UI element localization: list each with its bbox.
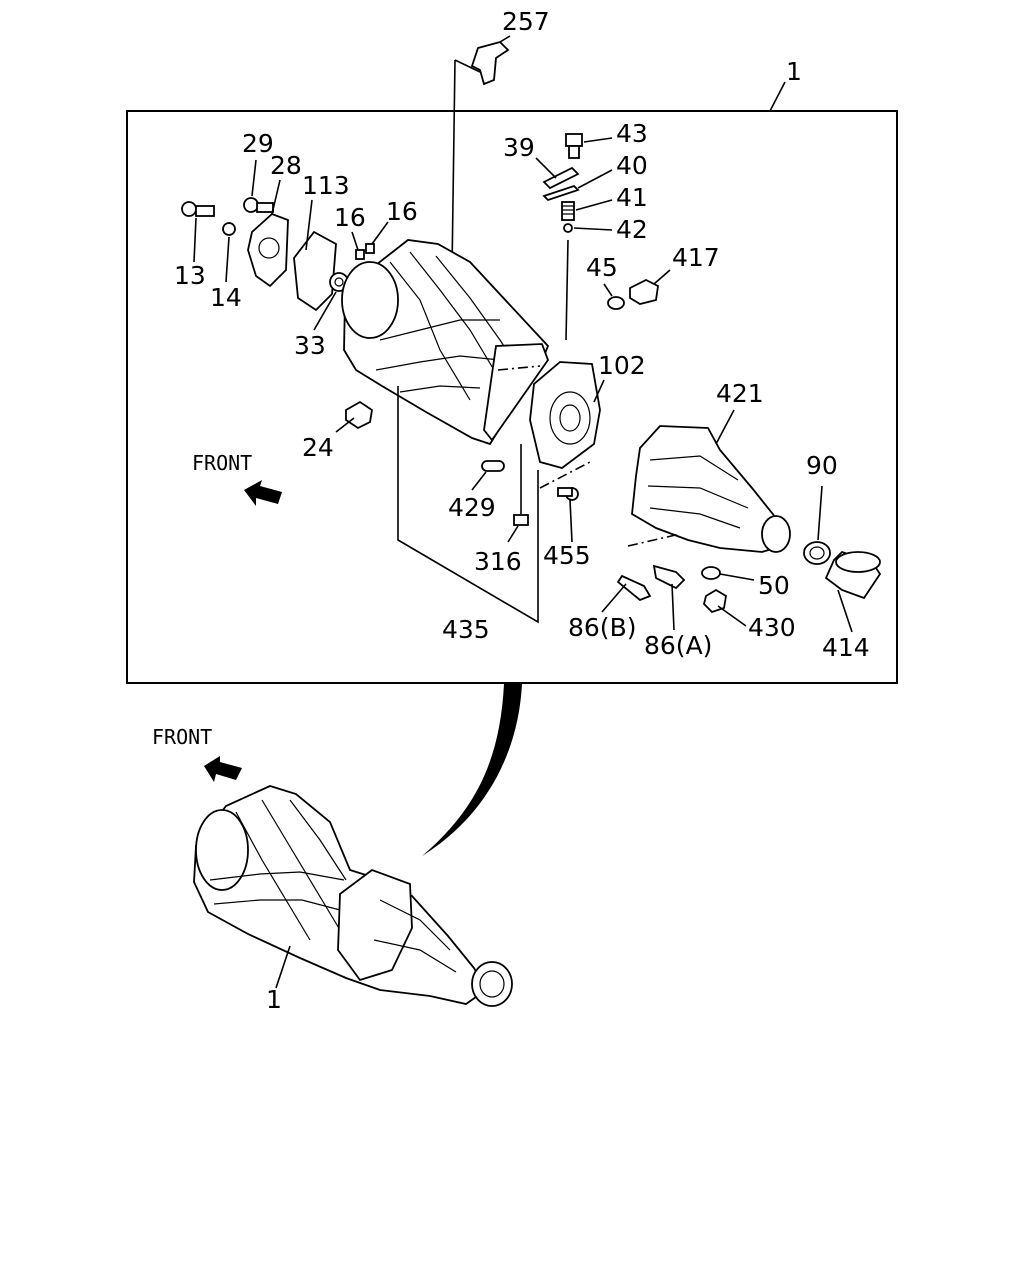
- label-28: 28: [270, 151, 302, 180]
- label-430: 430: [748, 613, 796, 642]
- label-29: 29: [242, 129, 274, 158]
- label-102: 102: [598, 351, 646, 380]
- label-13: 13: [174, 261, 206, 290]
- part-14-washer: [222, 222, 236, 236]
- part-86b-bolt: [616, 574, 652, 602]
- label-316: 316: [474, 547, 522, 576]
- label-1-top: 1: [786, 57, 802, 86]
- transmission-housing: [341, 239, 550, 446]
- part-90-oil-seal: [803, 541, 831, 565]
- label-417: 417: [672, 243, 720, 272]
- part-45-oring: [607, 296, 625, 310]
- label-257: 257: [502, 7, 550, 36]
- label-41: 41: [616, 183, 648, 212]
- part-28-cover: [247, 212, 289, 288]
- part-24-breather: [345, 400, 373, 430]
- part-40-spring-pin: [542, 184, 580, 202]
- part-16-plug-a: [355, 249, 365, 260]
- label-50: 50: [758, 571, 790, 600]
- label-113: 113: [302, 171, 350, 200]
- part-417-plug: [629, 278, 659, 305]
- label-45: 45: [586, 253, 618, 282]
- label-86a: 86(A): [644, 631, 712, 660]
- part-41-spring: [561, 201, 575, 221]
- label-414: 414: [822, 633, 870, 662]
- label-33: 33: [294, 331, 326, 360]
- label-16-b: 16: [386, 197, 418, 226]
- part-102-intermediate-plate: [529, 361, 601, 469]
- label-1-bottom: 1: [266, 985, 282, 1014]
- part-430-drain-plug: [703, 588, 727, 614]
- label-421: 421: [716, 379, 764, 408]
- label-43: 43: [616, 119, 648, 148]
- part-421-extension-housing: [631, 425, 791, 553]
- label-429: 429: [448, 493, 496, 522]
- label-86b: 86(B): [568, 613, 636, 642]
- part-43-bolt: [565, 133, 583, 159]
- detail-pointer-curve: [422, 684, 522, 856]
- part-429-dowel: [481, 460, 505, 472]
- part-414-dust-cover: [824, 550, 882, 600]
- label-435: 435: [442, 615, 490, 644]
- label-42: 42: [616, 215, 648, 244]
- part-257-clip: [470, 35, 511, 86]
- part-29-bolt: [243, 197, 274, 213]
- part-16-plug-b: [365, 243, 375, 254]
- part-455-bolt: [557, 487, 579, 501]
- front-arrow-bottom: [204, 756, 242, 782]
- part-39-pin: [542, 166, 580, 190]
- label-14: 14: [210, 283, 242, 312]
- label-39: 39: [503, 133, 535, 162]
- part-113-gasket: [293, 230, 337, 312]
- detail-frame: [126, 110, 898, 684]
- label-front-bottom: FRONT: [152, 725, 212, 749]
- part-86a-bolt: [652, 564, 686, 590]
- label-90: 90: [806, 451, 838, 480]
- label-24: 24: [302, 433, 334, 462]
- front-arrow-top: [244, 480, 282, 506]
- part-50-gasket: [701, 566, 721, 580]
- part-316-key: [513, 514, 529, 526]
- part-42-ball: [563, 223, 573, 233]
- label-40: 40: [616, 151, 648, 180]
- label-front-top: FRONT: [192, 451, 252, 475]
- assembled-transmission: [193, 785, 513, 1007]
- part-13-bolt: [181, 201, 215, 217]
- label-455: 455: [543, 541, 591, 570]
- label-16-a: 16: [334, 203, 366, 232]
